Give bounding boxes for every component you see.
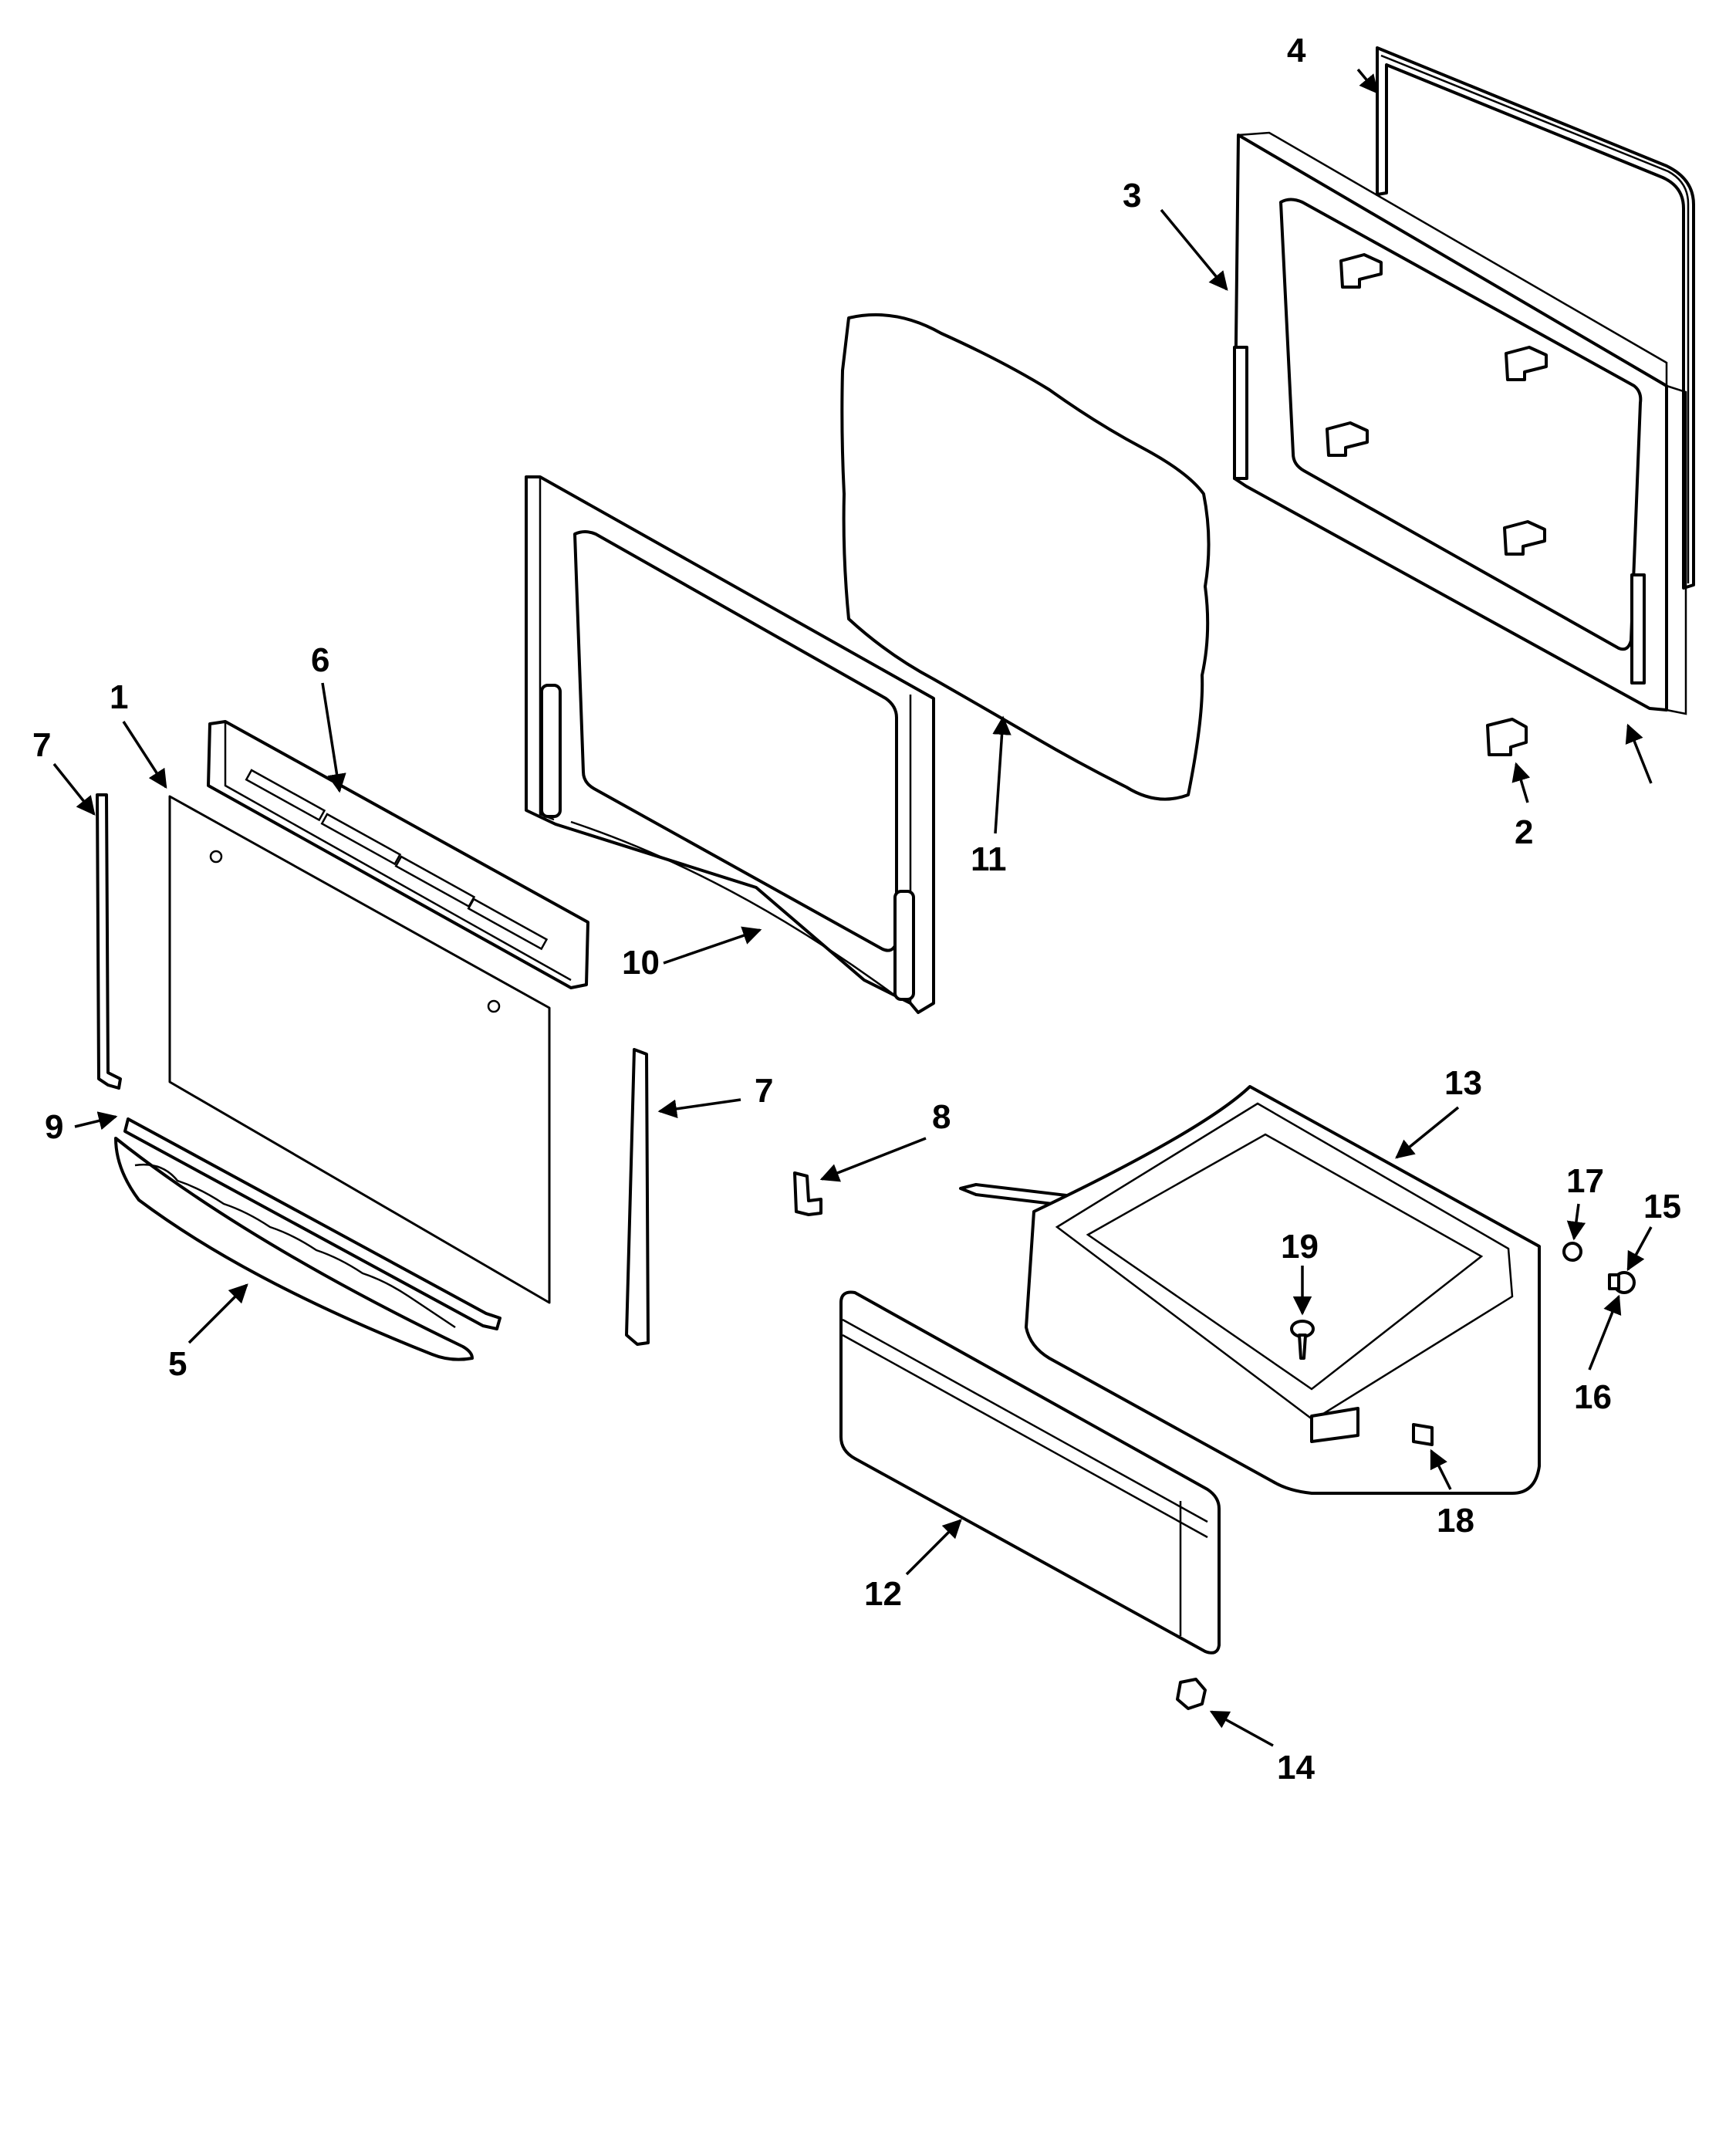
callout-2: 2 xyxy=(1515,813,1533,851)
vent-trim-part-6 xyxy=(207,720,589,989)
callout-16: 16 xyxy=(1574,1378,1612,1416)
callout-13: 13 xyxy=(1444,1064,1482,1102)
vent-slots xyxy=(245,769,549,951)
callout-6: 6 xyxy=(311,641,329,679)
door-hook-lower-left xyxy=(1326,421,1369,457)
callout-11: 11 xyxy=(971,840,1007,878)
callout-5: 5 xyxy=(168,1345,187,1383)
outer-door-frame-part-10 xyxy=(525,475,935,1014)
nut-part-17 xyxy=(1562,1242,1582,1262)
callout-18: 18 xyxy=(1437,1502,1474,1540)
callout-9: 9 xyxy=(45,1108,63,1146)
bottom-channel-part-9 xyxy=(123,1117,502,1330)
door-gasket-part-4 xyxy=(1376,46,1695,590)
callout-4: 4 xyxy=(1287,32,1306,69)
door-hook-lower-right xyxy=(1503,520,1546,556)
callout-10: 10 xyxy=(622,944,660,982)
drawer-front-part-12 xyxy=(839,1290,1221,1655)
drawer-pan-part-13 xyxy=(959,1085,1541,1495)
clip-part-18 xyxy=(1412,1423,1434,1446)
door-hook-upper-right xyxy=(1505,346,1548,381)
door-glass-part-1 xyxy=(168,795,551,1304)
inner-door-panel-part-3 xyxy=(1233,131,1687,715)
door-clip-part-2 xyxy=(1486,718,1528,756)
leader-lines xyxy=(52,68,1653,1747)
callout-14: 14 xyxy=(1277,1749,1315,1787)
callout-17: 17 xyxy=(1566,1162,1604,1200)
callout-12: 12 xyxy=(864,1575,902,1613)
screw-part-19 xyxy=(1290,1320,1315,1360)
side-trim-right-part-7 xyxy=(625,1048,650,1346)
bottom-gasket-part-5 xyxy=(114,1137,474,1361)
callout-15: 15 xyxy=(1643,1188,1681,1225)
leveling-leg-part-14 xyxy=(1176,1678,1207,1710)
door-hook-upper-left xyxy=(1339,253,1383,289)
callout-3: 3 xyxy=(1123,177,1141,215)
callout-8: 8 xyxy=(932,1098,951,1136)
callout-19: 19 xyxy=(1281,1228,1319,1266)
roller-part-15 xyxy=(1608,1271,1636,1294)
callout-7-left: 7 xyxy=(32,726,51,764)
side-trim-left-part-7 xyxy=(96,793,122,1090)
bracket-part-8 xyxy=(793,1171,822,1216)
callout-1: 1 xyxy=(110,678,128,716)
callout-7-right: 7 xyxy=(755,1072,773,1110)
insulation-batt-part-11 xyxy=(840,313,1211,801)
callout-labels: 4 3 2 11 10 6 1 7 7 8 9 5 13 17 15 16 19… xyxy=(32,32,1681,1787)
